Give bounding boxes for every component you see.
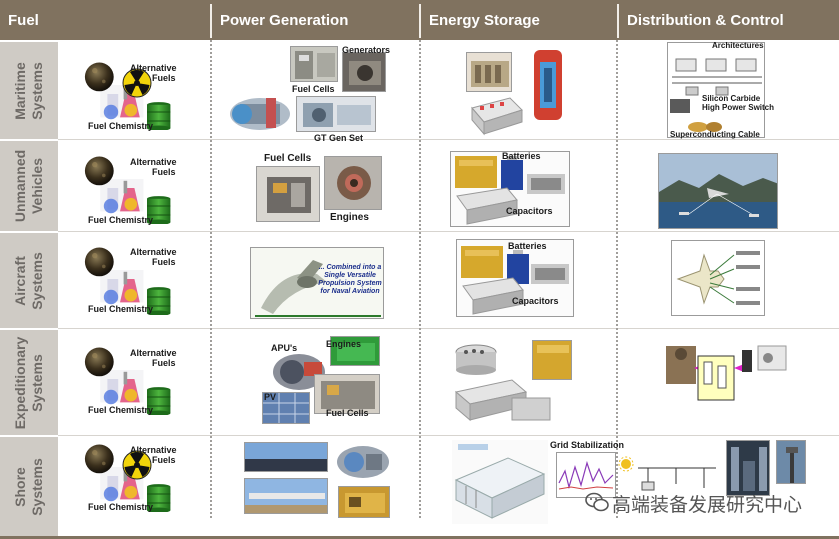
fuel-cells-label: Fuel Cells xyxy=(264,153,312,164)
batteries-capacitors-photo xyxy=(456,239,574,317)
row-label-unmanned: Unmanned Vehicles xyxy=(0,139,58,231)
header-divider xyxy=(419,4,421,38)
propulsion-system-image xyxy=(250,247,384,319)
generator-photo xyxy=(338,486,390,518)
fuel-alt-label: Fuels xyxy=(152,257,176,267)
generator-photo xyxy=(342,52,386,92)
column-divider xyxy=(616,40,618,518)
row-label-aircraft: Aircraft Systems xyxy=(0,231,58,328)
fuel-alt-label: Alternative xyxy=(130,348,177,358)
row-label-expeditionary: Expeditionary Systems xyxy=(0,328,58,435)
bottom-bar xyxy=(0,536,839,539)
fuel-alt-label: Fuels xyxy=(152,455,176,465)
generators-label: Generators xyxy=(342,45,391,55)
expeditionary-control-diagram xyxy=(666,345,787,401)
header-divider xyxy=(617,4,619,38)
row-divider xyxy=(58,139,839,140)
pv-label: PV xyxy=(264,392,277,402)
row-label-maritime: Maritime Systems xyxy=(0,40,58,139)
fuel-alt-label: Alternative xyxy=(130,63,177,73)
superconducting-cable-label: Superconducting Cable xyxy=(670,130,760,139)
fuel-cell-photo xyxy=(290,46,338,82)
table-header: Fuel Power Generation Energy Storage Dis… xyxy=(0,0,839,40)
battery-pack-photo xyxy=(466,52,512,92)
header-divider xyxy=(210,4,212,38)
tower-photo xyxy=(776,440,806,484)
pv-panel-photo xyxy=(262,392,310,424)
fuel-chemistry-label: Fuel Chemistry xyxy=(88,502,154,512)
battery-module-image xyxy=(471,97,523,136)
row-divider xyxy=(58,435,839,436)
fuel-chemistry-label: Fuel Chemistry xyxy=(88,215,154,225)
engine-photo xyxy=(330,336,380,366)
fuel-chemistry-label: Fuel Chemistry xyxy=(88,304,154,314)
column-divider xyxy=(419,40,421,518)
data-center-photo xyxy=(726,440,770,496)
fuel-alt-label: Alternative xyxy=(130,445,177,455)
flywheel-image xyxy=(534,50,562,120)
grid-line-diagram xyxy=(638,467,716,491)
batteries-label: Batteries xyxy=(502,151,541,161)
gt-gen-set-label: GT Gen Set xyxy=(314,133,364,143)
fuel-alt-label: Alternative xyxy=(130,157,177,167)
engines-label: Engines xyxy=(326,339,362,349)
solar-field-photo xyxy=(244,442,328,472)
unmanned-vehicles-scene xyxy=(658,153,778,229)
fuel-alt-label: Alternative xyxy=(130,247,177,257)
header-fuel: Fuel xyxy=(8,12,39,29)
apus-label: APU's xyxy=(271,343,298,353)
battery-module-image xyxy=(454,379,551,422)
fuel-cells-label: Fuel Cells xyxy=(292,84,335,94)
cell-array-image xyxy=(455,344,497,375)
wechat-icon xyxy=(585,492,609,512)
turbine-image xyxy=(337,446,389,478)
aircraft-power-diagram xyxy=(671,240,765,316)
high-power-switch-label: High Power Switch xyxy=(702,103,775,112)
engines-label: Engines xyxy=(330,212,369,223)
watermark-text: 高端装备发展研究中心 xyxy=(612,494,803,516)
solar-canopy-photo xyxy=(244,478,328,514)
fuel-cells-label: Fuel Cells xyxy=(326,408,369,418)
apu-image xyxy=(273,354,325,390)
fuel-cell-photo xyxy=(314,374,380,414)
grid-storage-schematic xyxy=(452,440,548,524)
architectures-label: Architectures xyxy=(712,41,764,50)
fuel-alt-label: Fuels xyxy=(152,73,176,83)
fuel-cell-photo xyxy=(256,166,320,222)
batteries-label: Batteries xyxy=(508,241,547,251)
fuel-alt-label: Fuels xyxy=(152,358,176,368)
aviation-caption: ... Combined into a Single Versatile Pro… xyxy=(318,264,382,295)
fuel-chemistry-label: Fuel Chemistry xyxy=(88,405,154,415)
sun-icon xyxy=(618,456,634,472)
fuel-alt-label: Fuels xyxy=(152,167,176,177)
column-divider xyxy=(210,40,212,518)
gas-turbine-image xyxy=(230,98,290,130)
row-divider xyxy=(58,328,839,329)
row-divider xyxy=(58,231,839,232)
header-power-generation: Power Generation xyxy=(220,12,349,29)
architectures-diagram xyxy=(667,42,765,138)
grid-stabilization-label: Grid Stabilization xyxy=(550,440,625,450)
capacitors-label: Capacitors xyxy=(512,296,559,306)
gt-gen-set-photo xyxy=(296,96,376,132)
battery-photo xyxy=(532,340,572,380)
batteries-capacitors-photo xyxy=(450,151,570,227)
header-energy-storage: Energy Storage xyxy=(429,12,540,29)
fuel-chemistry-label: Fuel Chemistry xyxy=(88,121,154,131)
row-label-shore: Shore Systems xyxy=(0,435,58,536)
capacitors-label: Capacitors xyxy=(506,206,553,216)
engine-photo xyxy=(324,156,382,210)
header-distribution-control: Distribution & Control xyxy=(627,12,784,29)
silicon-carbide-label: Silicon Carbide xyxy=(702,94,761,103)
